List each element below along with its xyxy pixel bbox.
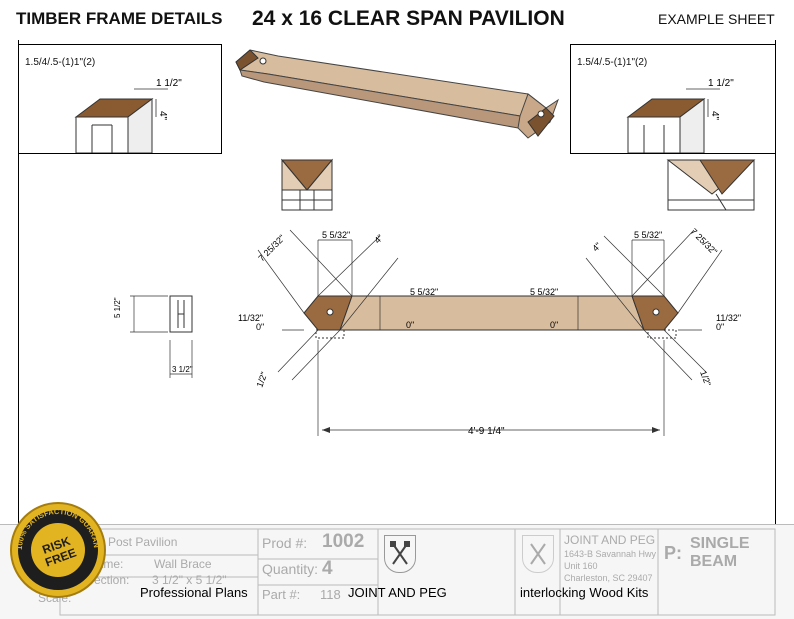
dim-beam-left: 5 5/32" xyxy=(410,287,438,297)
address-line-3: Charleston, SC 29407 xyxy=(564,573,653,583)
tenon-detail-right: 1.5/4/.5-(1)1"(2) 1 1/2" 4" xyxy=(570,44,776,154)
sheet-title-main: 24 x 16 CLEAR SPAN PAVILION xyxy=(252,7,565,30)
dim-half-left: 1/2" xyxy=(254,370,269,388)
dim-diag-left: 7 25/32" xyxy=(256,233,287,264)
dim-four-left: 4" xyxy=(372,233,385,246)
drawing-frame xyxy=(18,40,776,610)
overlay-joint-and-peg: JOINT AND PEG xyxy=(348,585,447,600)
qty-label: Quantity: xyxy=(262,561,319,577)
dim-1-half-left: 1 1/2" xyxy=(156,78,182,89)
dim-1-half-right: 1 1/2" xyxy=(708,78,734,89)
dim-4-right: 4" xyxy=(709,111,720,121)
overlay-interlocking: interlocking Wood Kits xyxy=(520,585,649,600)
brace-beam xyxy=(303,295,679,339)
tenon-sketch-right: 1 1/2" 4" xyxy=(626,78,734,153)
detail-label-left: 1.5/4/.5-(1)1"(2) xyxy=(25,57,96,68)
dim-zero-right: 0" xyxy=(716,322,724,332)
section-value: 3 1/2" x 5 1/2" xyxy=(152,573,227,587)
section-height-label: 5 1/2" xyxy=(113,297,122,318)
dim-beam-right: 5 5/32" xyxy=(530,287,558,297)
sheet-title-left: TIMBER FRAME DETAILS xyxy=(16,9,223,28)
cross-section: 5 1/2" 3 1/2" xyxy=(113,295,193,378)
part-label: Part #: xyxy=(262,587,301,602)
dim-four-right: 4" xyxy=(590,241,603,254)
dim-top-width-right: 5 5/32" xyxy=(634,230,662,240)
dim-zero-mid-left: 0" xyxy=(406,320,414,330)
prod-label: Prod #: xyxy=(262,535,308,551)
brace-3d-view xyxy=(235,49,559,139)
axe-logo-left xyxy=(384,535,416,573)
qty-value: 4 xyxy=(322,558,333,579)
dim-overall-length: 4'-9 1/4" xyxy=(468,426,505,437)
dim-zero-mid-right: 0" xyxy=(550,320,558,330)
risk-free-badge: 100% SATISFACTION GUARANTEE RISK FREE xyxy=(8,500,106,598)
dim-diag-right: 7 25/32" xyxy=(689,226,720,257)
tenon-detail-left: 1.5/4/.5-(1)1"(2) 1 1/2" 4" xyxy=(18,44,222,154)
dim-top-width-left: 5 5/32" xyxy=(322,230,350,240)
name-value: Wall Brace xyxy=(154,557,212,571)
piece-prefix: P: xyxy=(664,543,682,563)
detail-label-right: 1.5/4/.5-(1)1"(2) xyxy=(577,57,648,68)
prod-value: 1002 xyxy=(322,531,365,552)
address-line-1: 1643-B Savannah Hwy xyxy=(564,549,657,559)
dim-half-right: 1/2" xyxy=(698,369,713,387)
overlay-professional-plans: Professional Plans xyxy=(140,585,248,600)
project-name: Post Pavilion xyxy=(108,535,178,549)
end-view-left xyxy=(280,158,334,211)
tenon-sketch-left: 1 1/2" 4" xyxy=(74,78,182,153)
axe-logo-right xyxy=(522,535,554,573)
address-line-2: Unit 160 xyxy=(564,561,598,571)
dim-offset-right: 11/32" xyxy=(716,313,741,323)
section-width-label: 3 1/2" xyxy=(172,365,193,374)
title-block: Post Pavilion Name: Wall Brace X-Section… xyxy=(0,524,794,619)
dim-zero-left: 0" xyxy=(256,322,264,332)
company-name: JOINT AND PEG xyxy=(564,533,656,547)
dim-offset-left: 11/32" xyxy=(238,313,263,323)
sheet-title-right: EXAMPLE SHEET xyxy=(658,11,775,27)
piece-type: SINGLE BEAM xyxy=(690,535,750,570)
part-value: 118 xyxy=(320,587,341,602)
dim-4-left: 4" xyxy=(157,111,168,121)
end-view-right xyxy=(666,159,756,211)
